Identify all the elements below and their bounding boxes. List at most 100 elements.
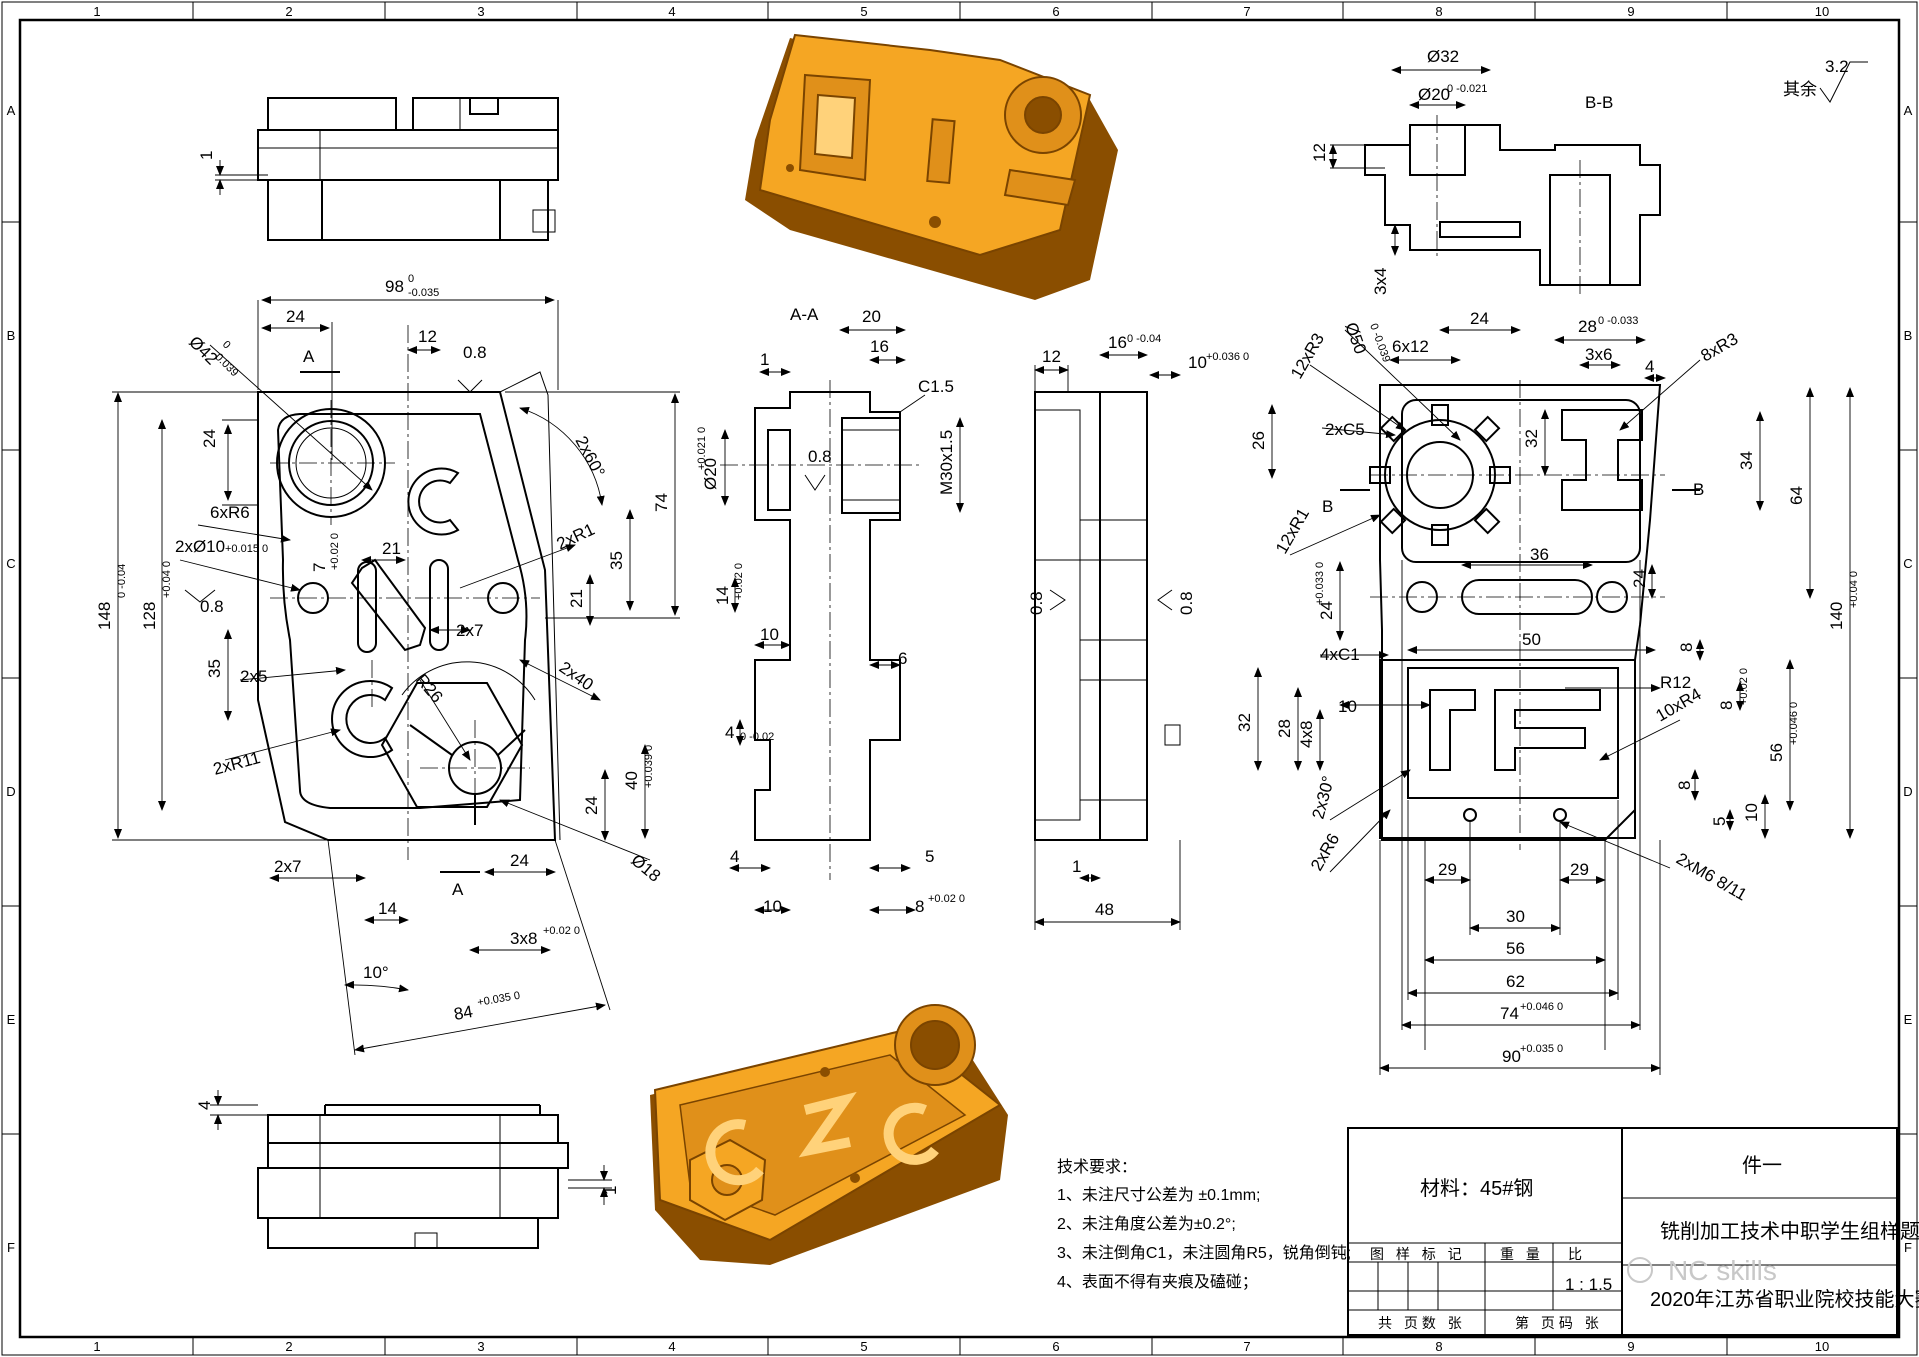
zone-left-a: A (7, 103, 16, 118)
title-weight-label: 重 量 (1500, 1246, 1544, 1262)
rv-dim-56-vertical-tol: +0.046 0 (1788, 702, 1800, 745)
zone-top-5: 5 (860, 4, 867, 19)
title-marks-label: 图 样 标 记 (1370, 1246, 1466, 1262)
rv-dim-56-vertical: 56 (1767, 743, 1786, 762)
zone-bottom-2: 2 (285, 1339, 292, 1354)
dim-148: 148 (95, 602, 114, 630)
top-view-dim-1: 1 (197, 151, 216, 160)
rv-dim-26: 26 (1249, 431, 1268, 450)
side-dim-16: 16 (1108, 333, 1127, 352)
rv-dim-4: 4 (1645, 357, 1654, 376)
rv-dim-30: 30 (1506, 907, 1525, 926)
aa-dim-4-tol: 0 -0.02 (740, 731, 774, 743)
dim-dia42-tol-lo: -0.039 (210, 349, 241, 380)
bottom-view: 4 1 (195, 1090, 620, 1249)
notes-item-2: 2、未注角度公差为±0.2°; (1057, 1215, 1236, 1233)
zone-left-f: F (7, 1240, 15, 1255)
section-mark-b-left: B (1322, 497, 1333, 516)
aa-dim-8: 8 (915, 897, 924, 916)
bottom-view-dim-1: 1 (601, 1186, 620, 1195)
rv-dim-12xr1: 12xR1 (1272, 505, 1313, 557)
aa-dim-14-tol: +0.02 0 (733, 563, 745, 600)
rv-dim-28-low: 28 (1275, 719, 1294, 738)
aa-dim-dia20-tol: +0.021 0 (696, 427, 708, 470)
bottom-view-dim-4: 4 (195, 1101, 214, 1110)
dim-2xr11: 2xR11 (211, 748, 262, 779)
dim-dia18: Ø18 (627, 851, 664, 886)
zone-top-2: 2 (285, 4, 292, 19)
rv-dim-2xc5: 2xC5 (1325, 420, 1365, 439)
zone-top-10: 10 (1815, 4, 1829, 19)
section-aa: A-A 20 16 1 C1.5 Ø20 +0.021 0 0.8 M30x1.… (696, 305, 965, 916)
dim-14: 14 (378, 899, 397, 918)
side-dim-10-tol: +0.036 0 (1206, 351, 1249, 363)
aa-dim-5: 5 (925, 847, 934, 866)
rv-dim-29-left: 29 (1438, 860, 1457, 879)
aa-finish-08: 0.8 (808, 447, 832, 466)
rv-dim-140: 140 (1827, 602, 1846, 630)
dim-35-right: 35 (607, 551, 626, 570)
surface-finish-note: 其余 3.2 (1783, 57, 1868, 103)
zone-bottom-3: 3 (477, 1339, 484, 1354)
dim-84: 84 (452, 1002, 474, 1024)
zone-top-4: 4 (668, 4, 675, 19)
rv-dim-10: 10 (1338, 697, 1357, 716)
aa-dim-4: 4 (725, 723, 734, 742)
dim-3x8: 3x8 (510, 929, 537, 948)
rv-dim-8-c: 8 (1675, 781, 1694, 790)
zone-top-6: 6 (1052, 4, 1059, 19)
bb-dim-3x4: 3x4 (1371, 268, 1390, 295)
zone-bottom-1: 1 (93, 1339, 100, 1354)
dim-128: 128 (140, 602, 159, 630)
zone-bottom-4: 4 (668, 1339, 675, 1354)
watermark: NC skills (1668, 1255, 1777, 1286)
section-aa-label: A-A (790, 305, 819, 324)
dim-148-tol: 0 -0.04 (116, 564, 128, 598)
side-finish-08-left: 0.8 (1027, 591, 1046, 615)
rv-dim-62: 62 (1506, 972, 1525, 991)
bb-dim-dia20: Ø20 (1418, 85, 1450, 104)
dim-10deg: 10° (363, 963, 389, 982)
aa-dim-dia20: Ø20 (701, 458, 720, 490)
aa-dim-14: 14 (713, 586, 732, 605)
bb-dim-dia20-tol: 0 -0.021 (1447, 83, 1487, 95)
section-mark-a-top: A (303, 347, 315, 366)
zone-top-1: 1 (93, 4, 100, 19)
dim-24-top: 24 (286, 307, 305, 326)
zone-left-d: D (6, 784, 15, 799)
rv-dim-50: 50 (1522, 630, 1541, 649)
zone-right-b: B (1904, 328, 1913, 343)
dim-98-tol-lo: -0.035 (408, 287, 439, 299)
right-view: B B Ø50 0 -0.039 6x12 24 28 0 -0.033 3x6… (1235, 309, 1860, 1075)
rv-dim-3x6: 3x6 (1585, 345, 1612, 364)
dim-2xd10: 2xØ10 (175, 537, 225, 556)
rv-dim-90-tol: +0.035 0 (1520, 1043, 1563, 1055)
zone-bottom-8: 8 (1435, 1339, 1442, 1354)
dim-128-tol: +0.04 0 (161, 561, 173, 598)
title-block: 材料：45#钢 件一 铣削加工技术中职学生组样题 2020年江苏省职业院校技能大… (1347, 1127, 1919, 1336)
dim-7: 7 (310, 563, 329, 572)
rv-dim-dia50-tol: 0 -0.039 (1367, 322, 1392, 364)
dim-40: 40 (622, 771, 641, 790)
side-dim-10: 10 (1188, 353, 1207, 372)
rv-dim-dia50: Ø50 (1341, 320, 1370, 357)
notes-item-3: 3、未注倒角C1，未注圆角R5，锐角倒钝; (1057, 1244, 1351, 1262)
zone-top-9: 9 (1627, 4, 1634, 19)
dim-24-right-low: 24 (582, 796, 601, 815)
rv-dim-24-right: 24 (1630, 569, 1649, 588)
rv-dim-8-b-tol: +0.02 0 (1738, 668, 1750, 705)
rv-dim-64: 64 (1787, 486, 1806, 505)
rv-dim-10-right: 10 (1742, 803, 1761, 822)
zone-left-c: C (6, 556, 15, 571)
aa-dim-20: 20 (862, 307, 881, 326)
title-page-label: 第 页码 张 (1515, 1315, 1603, 1331)
section-mark-b-right: B (1693, 480, 1704, 499)
zone-left-b: B (7, 328, 16, 343)
dim-dia42-tol-up: 0 (220, 339, 233, 352)
title-scale-label: 比 (1568, 1246, 1586, 1262)
dim-12-top: 12 (418, 327, 437, 346)
rv-dim-2xr6: 2xR6 (1307, 830, 1343, 874)
aa-dim-6: 6 (898, 649, 907, 668)
rv-dim-24-top: 24 (1470, 309, 1489, 328)
dim-3x8-tol: +0.02 0 (543, 925, 580, 937)
